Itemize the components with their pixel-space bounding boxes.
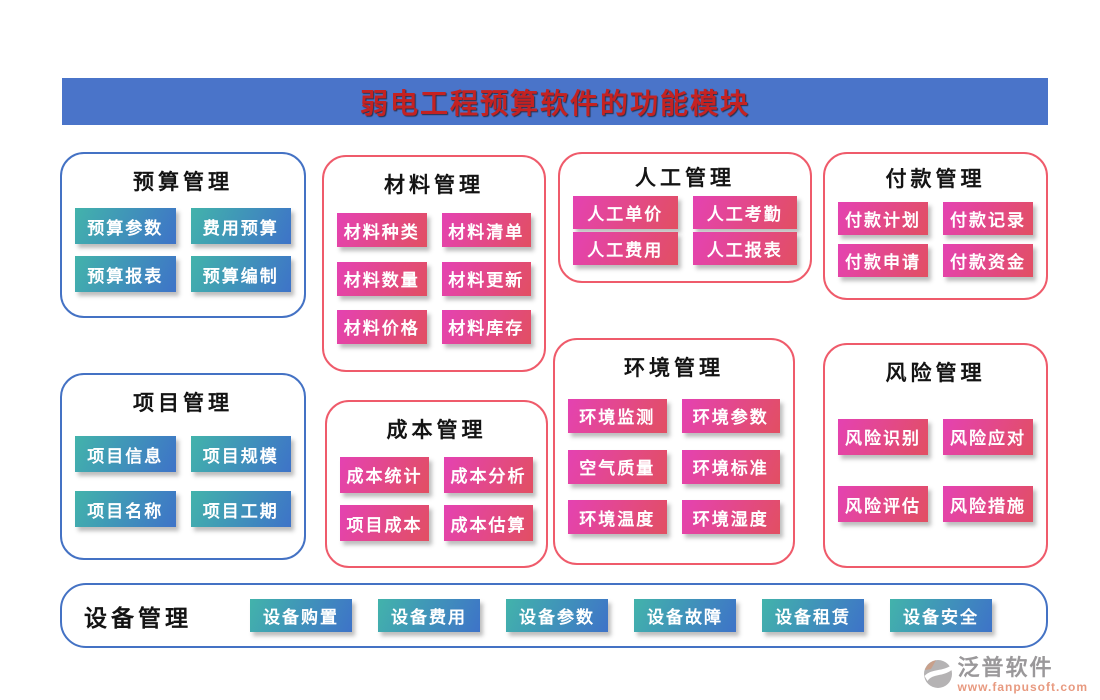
group-environment-title: 环境管理	[624, 356, 724, 380]
module-button-cost-2[interactable]: 项目成本	[340, 505, 429, 542]
group-budget-title: 预算管理	[133, 170, 233, 194]
module-button-equipment-4[interactable]: 设备租赁	[762, 599, 864, 632]
module-button-payment-1[interactable]: 付款记录	[943, 202, 1033, 235]
module-button-payment-0[interactable]: 付款计划	[838, 202, 928, 235]
module-button-material-4[interactable]: 材料价格	[337, 309, 427, 344]
group-labor-management: 人工管理 人工单价人工考勤人工费用人工报表	[558, 152, 812, 283]
module-button-equipment-3[interactable]: 设备故障	[634, 599, 736, 632]
module-button-labor-3[interactable]: 人工报表	[692, 232, 797, 266]
title-banner: 弱电工程预算软件的功能模块	[62, 78, 1048, 125]
module-button-project-1[interactable]: 项目规模	[190, 436, 291, 472]
module-button-labor-1[interactable]: 人工考勤	[692, 195, 797, 229]
group-environment-management: 环境管理 环境监测环境参数空气质量环境标准环境温度环境湿度	[553, 338, 795, 565]
group-equipment-title: 设备管理	[84, 605, 192, 631]
page-title: 弱电工程预算软件的功能模块	[359, 88, 750, 120]
module-button-budget-1[interactable]: 费用预算	[190, 208, 291, 244]
module-button-environment-0[interactable]: 环境监测	[568, 398, 667, 433]
module-button-project-3[interactable]: 项目工期	[190, 491, 291, 527]
module-button-material-5[interactable]: 材料库存	[441, 309, 531, 344]
budget-button-grid: 预算参数费用预算预算报表预算编制	[75, 196, 291, 304]
module-button-environment-5[interactable]: 环境湿度	[681, 500, 780, 535]
module-button-budget-3[interactable]: 预算编制	[190, 256, 291, 292]
module-button-environment-2[interactable]: 空气质量	[568, 449, 667, 484]
module-button-material-1[interactable]: 材料清单	[441, 213, 531, 248]
module-button-equipment-1[interactable]: 设备费用	[378, 599, 480, 632]
module-button-material-3[interactable]: 材料更新	[441, 261, 531, 296]
brand-url: www.fanpusoft.com	[957, 680, 1088, 694]
module-button-budget-2[interactable]: 预算报表	[75, 256, 176, 292]
group-material-title: 材料管理	[384, 173, 484, 197]
module-button-project-2[interactable]: 项目名称	[75, 491, 176, 527]
module-button-payment-2[interactable]: 付款申请	[838, 244, 928, 277]
module-button-labor-0[interactable]: 人工单价	[573, 195, 678, 229]
module-button-environment-1[interactable]: 环境参数	[681, 398, 780, 433]
module-button-equipment-0[interactable]: 设备购置	[250, 599, 352, 632]
module-button-equipment-2[interactable]: 设备参数	[506, 599, 608, 632]
group-risk-title: 风险管理	[885, 361, 986, 385]
module-button-risk-0[interactable]: 风险识别	[838, 418, 928, 455]
module-button-risk-2[interactable]: 风险评估	[838, 486, 928, 523]
material-button-grid: 材料种类材料清单材料数量材料更新材料价格材料库存	[337, 199, 531, 358]
module-button-risk-1[interactable]: 风险应对	[943, 418, 1033, 455]
group-project-title: 项目管理	[133, 391, 233, 415]
environment-button-grid: 环境监测环境参数空气质量环境标准环境温度环境湿度	[568, 382, 780, 551]
cost-button-grid: 成本统计成本分析项目成本成本估算	[340, 444, 533, 554]
module-button-equipment-5[interactable]: 设备安全	[890, 599, 992, 632]
module-button-material-2[interactable]: 材料数量	[337, 261, 427, 296]
group-budget-management: 预算管理 预算参数费用预算预算报表预算编制	[60, 152, 306, 318]
equipment-button-row: 设备购置设备费用设备参数设备故障设备租赁设备安全	[250, 599, 992, 632]
module-button-cost-0[interactable]: 成本统计	[340, 456, 429, 493]
module-button-labor-2[interactable]: 人工费用	[573, 232, 678, 266]
group-payment-title: 付款管理	[885, 167, 986, 191]
module-button-cost-1[interactable]: 成本分析	[444, 456, 533, 493]
group-material-management: 材料管理 材料种类材料清单材料数量材料更新材料价格材料库存	[322, 155, 546, 372]
risk-button-grid: 风险识别风险应对风险评估风险措施	[838, 387, 1033, 554]
project-button-grid: 项目信息项目规模项目名称项目工期	[75, 417, 291, 546]
module-button-environment-4[interactable]: 环境温度	[568, 500, 667, 535]
module-button-payment-3[interactable]: 付款资金	[943, 244, 1033, 277]
brand-watermark: 泛普软件 www.fanpusoft.com	[923, 657, 1088, 694]
labor-button-grid: 人工单价人工考勤人工费用人工报表	[573, 192, 797, 269]
group-equipment-management: 设备管理 设备购置设备费用设备参数设备故障设备租赁设备安全	[60, 583, 1048, 648]
group-risk-management: 风险管理 风险识别风险应对风险评估风险措施	[823, 343, 1048, 568]
module-button-environment-3[interactable]: 环境标准	[681, 449, 780, 484]
group-payment-management: 付款管理 付款计划付款记录付款申请付款资金	[823, 152, 1048, 300]
module-button-risk-3[interactable]: 风险措施	[943, 486, 1033, 523]
group-cost-management: 成本管理 成本统计成本分析项目成本成本估算	[325, 400, 548, 568]
payment-button-grid: 付款计划付款记录付款申请付款资金	[838, 193, 1033, 286]
module-button-budget-0[interactable]: 预算参数	[75, 208, 176, 244]
group-project-management: 项目管理 项目信息项目规模项目名称项目工期	[60, 373, 306, 560]
module-button-cost-3[interactable]: 成本估算	[444, 505, 533, 542]
module-button-project-0[interactable]: 项目信息	[75, 436, 176, 472]
brand-text: 泛普软件 www.fanpusoft.com	[957, 655, 1088, 695]
group-labor-title: 人工管理	[635, 166, 735, 190]
module-button-material-0[interactable]: 材料种类	[337, 213, 427, 248]
brand-name: 泛普软件	[957, 655, 1054, 680]
group-cost-title: 成本管理	[386, 418, 487, 442]
fanpu-logo-icon	[924, 660, 953, 688]
